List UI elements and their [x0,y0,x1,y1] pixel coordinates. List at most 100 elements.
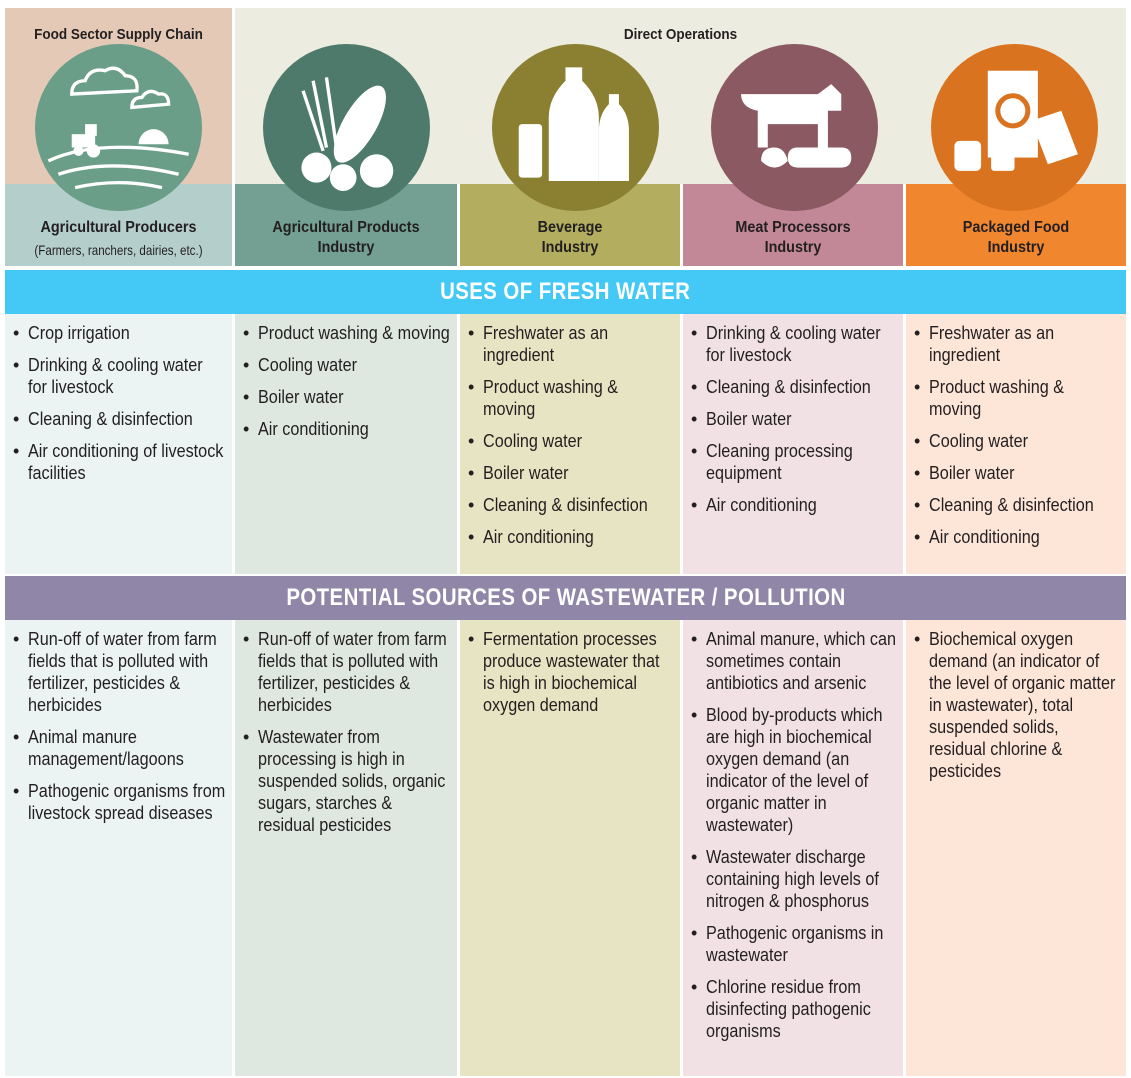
list-item: Air conditioning [691,494,897,516]
list-item: Crop irrigation [13,322,226,344]
list-item: Drinking & cooling water for livestock [13,354,226,398]
bullet-list: Crop irrigationDrinking & cooling water … [13,322,226,484]
list-item-text: Pathogenic organisms in wastewater [706,923,884,965]
column-title: Packaged Food Industry [962,219,1070,256]
list-item-text: Cleaning & disinfection [929,495,1094,515]
list-item-text: Cleaning & disinfection [706,377,871,397]
list-item-text: Animal manure, which can sometimes conta… [706,629,896,693]
list-item: Animal manure, which can sometimes conta… [691,628,897,694]
list-item-text: Cleaning processing equipment [706,441,853,483]
list-item: Wastewater from processing is high in su… [243,726,451,836]
list-item: Boiler water [243,386,451,408]
wastewater-cell: Animal manure, which can sometimes conta… [683,620,903,1076]
list-item-text: Boiler water [258,387,344,407]
food-sector-water-diagram: Food Sector Supply Chain Direct Operatio… [5,8,1126,1076]
list-item-text: Cooling water [929,431,1029,451]
list-item: Boiler water [914,462,1120,484]
supply-chain-label: Food Sector Supply Chain [34,26,203,43]
list-item: Chlorine residue from disinfecting patho… [691,976,897,1042]
bottles-icon [492,44,659,211]
list-item-text: Product washing & moving [483,377,619,419]
column-subtitle: (Farmers, ranchers, dairies, etc.) [34,242,203,258]
list-item: Air conditioning of livestock facilities [13,440,226,484]
list-item: Drinking & cooling water for livestock [691,322,897,366]
list-item-text: Cooling water [258,355,358,375]
list-item-text: Boiler water [483,463,569,483]
list-item: Blood by-products which are high in bioc… [691,704,897,836]
list-item-text: Run-off of water from farm fields that i… [258,629,447,715]
bullet-list: Biochemical oxygen demand (an indicator … [914,628,1120,782]
fresh_water-cell: Freshwater as an ingredientProduct washi… [906,314,1126,574]
bullet-list: Freshwater as an ingredientProduct washi… [468,322,674,548]
wastewater-cell: Fermentation processes produce wastewate… [460,620,680,1076]
list-item: Cleaning & disinfection [468,494,674,516]
list-item-text: Product washing & moving [929,377,1065,419]
list-item: Freshwater as an ingredient [914,322,1120,366]
uses-of-fresh-water-banner: USES OF FRESH WATER [5,270,1126,314]
list-item: Wastewater discharge containing high lev… [691,846,897,912]
list-item: Animal manure management/lagoons [13,726,226,770]
list-item: Fermentation processes produce wastewate… [468,628,674,716]
list-item-text: Air conditioning [706,495,817,515]
fresh_water-cell: Drinking & cooling water for livestockCl… [683,314,903,574]
list-item-text: Cooling water [483,431,583,451]
list-item-text: Cleaning & disinfection [483,495,648,515]
list-item-text: Blood by-products which are high in bioc… [706,705,883,835]
list-item: Boiler water [691,408,897,430]
list-item-text: Freshwater as an ingredient [929,323,1055,365]
list-item: Cooling water [914,430,1120,452]
fresh_water-cell: Freshwater as an ingredientProduct washi… [460,314,680,574]
wastewater-sources-banner: POTENTIAL SOURCES OF WASTEWATER / POLLUT… [5,576,1126,620]
bullet-list: Animal manure, which can sometimes conta… [691,628,897,1042]
bullet-list: Run-off of water from farm fields that i… [243,628,451,836]
list-item: Freshwater as an ingredient [468,322,674,366]
list-item: Product washing & moving [468,376,674,420]
list-item: Cleaning processing equipment [691,440,897,484]
list-item-text: Run-off of water from farm fields that i… [28,629,217,715]
direct-operations-label: Direct Operations [623,26,738,43]
list-item: Air conditioning [243,418,451,440]
column-header-packaged-food: Packaged Food Industry [906,184,1126,266]
list-item: Boiler water [468,462,674,484]
wastewater-cell: Run-off of water from farm fields that i… [235,620,457,1076]
farm-landscape-icon [35,44,202,211]
list-item: Cleaning & disinfection [13,408,226,430]
list-item-text: Fermentation processes produce wastewate… [483,629,660,715]
section-heading: USES OF FRESH WATER [440,278,691,305]
column-title: Beverage Industry [537,219,603,256]
list-item-text: Pathogenic organisms from livestock spre… [28,781,226,823]
list-item: Pathogenic organisms from livestock spre… [13,780,226,824]
list-item-text: Product washing & moving [258,323,450,343]
list-item: Cooling water [243,354,451,376]
list-item: Run-off of water from farm fields that i… [243,628,451,716]
list-item: Air conditioning [914,526,1120,548]
packaged-food-icon [931,44,1098,211]
list-item-text: Animal manure management/lagoons [28,727,184,769]
fresh_water-cell: Product washing & movingCooling waterBoi… [235,314,457,574]
column-header-agricultural-producers: Agricultural Producers (Farmers, ranchers… [5,184,232,266]
bullet-list: Fermentation processes produce wastewate… [468,628,674,716]
bullet-list: Run-off of water from farm fields that i… [13,628,226,824]
list-item-text: Wastewater discharge containing high lev… [706,847,879,911]
list-item-text: Cleaning & disinfection [28,409,193,429]
column-title: Agricultural Producers [40,219,197,236]
list-item: Product washing & moving [243,322,451,344]
list-item-text: Air conditioning [929,527,1040,547]
list-item: Air conditioning [468,526,674,548]
list-item: Pathogenic organisms in wastewater [691,922,897,966]
list-item: Run-off of water from farm fields that i… [13,628,226,716]
list-item-text: Chlorine residue from disinfecting patho… [706,977,871,1041]
wastewater-cell: Run-off of water from farm fields that i… [5,620,232,1076]
list-item: Cooling water [468,430,674,452]
list-item-text: Air conditioning [483,527,594,547]
list-item-text: Drinking & cooling water for livestock [706,323,881,365]
list-item: Cleaning & disinfection [914,494,1120,516]
list-item-text: Freshwater as an ingredient [483,323,609,365]
list-item-text: Boiler water [706,409,792,429]
section-heading: POTENTIAL SOURCES OF WASTEWATER / POLLUT… [285,584,846,611]
list-item-text: Biochemical oxygen demand (an indicator … [929,629,1116,781]
bullet-list: Product washing & movingCooling waterBoi… [243,322,451,440]
list-item-text: Air conditioning [258,419,369,439]
list-item: Cleaning & disinfection [691,376,897,398]
list-item: Biochemical oxygen demand (an indicator … [914,628,1120,782]
